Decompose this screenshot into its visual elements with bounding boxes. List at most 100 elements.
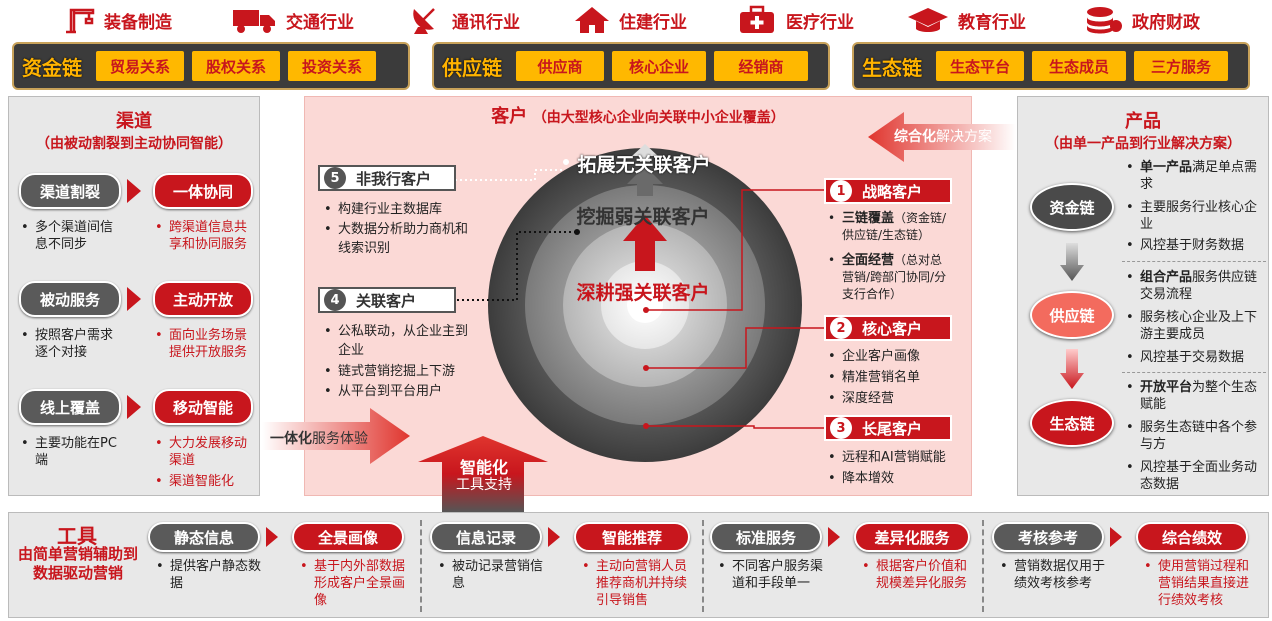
tool-right-bullet: 主动向营销人员推荐商机并持续引导销售 [582,558,696,609]
arrow-up-big-icon [418,436,548,512]
industry-medical: 医疗行业 [738,4,854,36]
channel-subtitle: （由被动割裂到主动协同智能） [36,136,232,152]
arrow-right-icon [127,287,141,311]
customer-bullet: 公私联动，从企业主到企业 [324,322,474,360]
customer-bullet: 链式营销挖掘上下游 [324,362,474,381]
channel-from-pill: 被动服务 [19,281,121,317]
customer-bullet: 构建行业主数据库 [324,200,474,219]
tool-to-pill: 全景画像 [292,522,404,552]
tag-label: 核心客户 [862,319,923,338]
industry-label: 医疗行业 [786,12,854,33]
chain-item: 投资关系 [288,51,376,81]
tag-number: 2 [830,317,852,339]
channel-right-bullet: 渠道智能化 [155,473,255,490]
arrow-left-big-icon [868,112,1016,162]
arrow-right-icon [1110,527,1122,547]
customer-bullet: 全面经营（总对总营销/跨部门协同/分支行合作） [828,252,954,303]
ring-outer-label: 拓展无关联客户 [577,154,711,176]
industry-telecom: 通讯行业 [408,4,520,36]
tool-to-pill: 智能推荐 [574,522,690,552]
industry-transport: 交通行业 [232,4,354,36]
arrow-down-icon [1060,349,1084,389]
product-bullet: 风控基于交易数据 [1126,349,1264,366]
tool-right-bullet: 根据客户价值和规模差异化服务 [862,558,976,592]
channel-right-bullet: 跨渠道信息共享和协同服务 [155,219,255,253]
ring-middle-label: 挖掘弱关联客户 [576,206,710,228]
product-bullet: 开放平台为整个生态赋能 [1126,379,1264,413]
industry-construction: 住建行业 [573,4,687,36]
customer-bullet: 三链覆盖（资金链/供应链/生态链） [828,210,954,244]
chain-item: 生态成员 [1032,51,1126,81]
industry-equipment: 装备制造 [62,4,172,36]
chain-ecosystem: 生态链 生态平台 生态成员 三方服务 [852,42,1250,90]
arrow-right-icon [127,179,141,203]
customer-bullet: 企业客户画像 [828,348,958,365]
tool-to-pill: 综合绩效 [1136,522,1248,552]
chain-item: 贸易关系 [96,51,184,81]
industry-label: 教育行业 [958,12,1026,33]
coins-icon [1087,7,1122,34]
chain-item: 供应商 [516,51,604,81]
tag-number: 1 [830,180,852,202]
tag-number: 5 [324,167,346,189]
channel-panel: 渠道 （由被动割裂到主动协同智能） 渠道割裂 一体协同 多个渠道间信息不同步 跨… [8,96,260,496]
chain-title: 资金链 [22,55,82,80]
product-bullet: 风控基于全面业务动态数据 [1126,459,1264,493]
chain-item: 核心企业 [612,51,706,81]
tool-from-pill: 信息记录 [430,522,542,552]
tag-number: 4 [324,289,346,311]
customer-bullet: 远程和AI营销赋能 [828,449,968,466]
channel-left-bullet: 多个渠道间信息不同步 [21,219,121,253]
tool-to-pill: 差异化服务 [854,522,970,552]
customer-bullet: 精准营销名单 [828,369,958,386]
channel-title: 渠道 [116,111,152,132]
channel-left-bullet: 主要功能在PC端 [21,435,121,469]
ring-inner-label: 深耕强关联客户 [576,282,710,304]
divider [1122,261,1266,262]
customer-heading: 客户 （由大型核心企业向关联中小企业覆盖） [304,102,972,128]
customer-bullet: 降本增效 [828,470,968,487]
industry-label: 装备制造 [104,12,172,33]
customer-title: 客户 [491,106,528,127]
arrow-right-icon [548,527,560,547]
tools-subtitle: 由简单营销辅助到数据驱动营销 [17,545,138,582]
product-stage-funding: 资金链 [1030,183,1114,231]
product-bullet: 服务生态链中各个参与方 [1126,419,1264,453]
tool-left-bullet: 被动记录营销信息 [438,558,550,592]
product-bullet: 服务核心企业及上下游主要成员 [1126,309,1264,343]
crane-icon [66,8,95,34]
divider [702,520,704,612]
tool-right-bullet: 基于内外部数据形成客户全景画像 [300,558,410,609]
chain-title: 供应链 [442,55,502,80]
concentric-rings [455,144,824,462]
product-panel: 产品 （由单一产品到行业解决方案） 资金链 供应链 生态链 单一产品满足单点需求… [1017,96,1269,496]
graduation-cap-icon [908,8,948,32]
industry-label: 通讯行业 [452,12,520,33]
tag-label: 非我行客户 [356,169,432,188]
customer-tag-long-tail: 3 长尾客户 [824,415,952,441]
customer-tag-related: 4 关联客户 [318,287,456,313]
arrow-right-icon [828,527,840,547]
divider [982,520,984,612]
arrow-right-big-icon [262,408,410,464]
product-bullet: 风控基于财务数据 [1126,237,1264,254]
house-icon [575,7,609,33]
product-stage-supply: 供应链 [1030,291,1114,339]
tool-from-pill: 静态信息 [148,522,260,552]
channel-from-pill: 线上覆盖 [19,389,121,425]
customer-tag-core: 2 核心客户 [824,315,952,341]
arrow-right-icon [127,395,141,419]
customer-tag-strategic: 1 战略客户 [824,178,952,204]
solution-label: 综合化解决方案 [894,129,992,145]
arrow-down-icon [1060,243,1084,281]
tag-label: 关联客户 [356,291,417,310]
chain-supply: 供应链 供应商 核心企业 经销商 [432,42,830,90]
divider [420,520,422,612]
medical-kit-icon [740,5,774,33]
customer-bullet: 深度经营 [828,390,958,407]
tag-label: 战略客户 [862,182,923,201]
tool-left-bullet: 提供客户静态数据 [156,558,268,592]
tag-label: 长尾客户 [862,419,923,438]
intelligence-label-1: 智能化 [459,458,508,477]
product-title: 产品 [1125,111,1161,132]
